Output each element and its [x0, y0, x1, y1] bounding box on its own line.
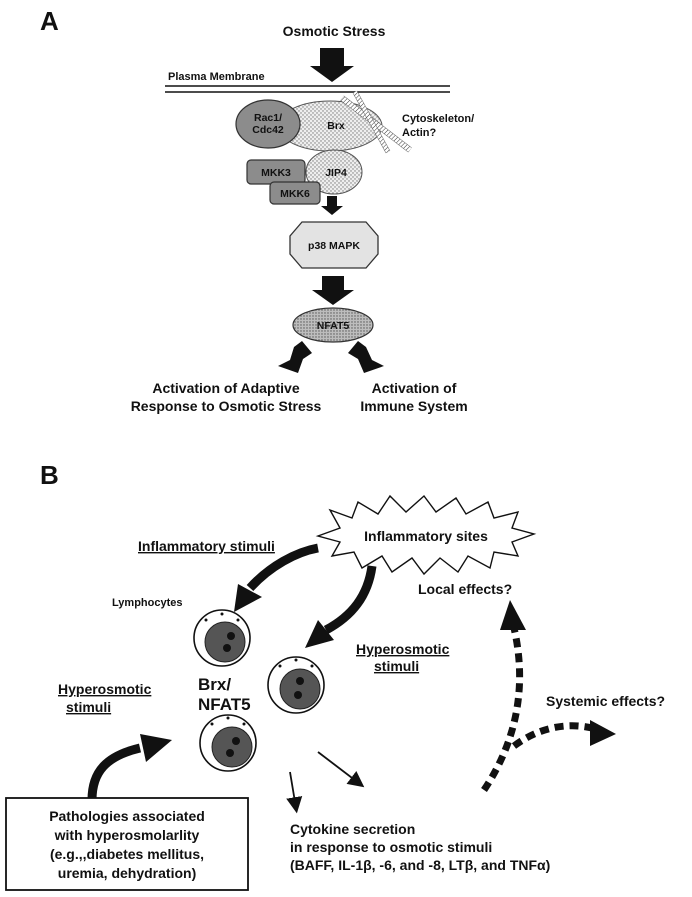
plasma-membrane-label: Plasma Membrane — [168, 71, 265, 83]
pathologies-line4: uremia, dehydration) — [58, 865, 196, 881]
arrowhead-lymphocytes-icon — [234, 584, 262, 612]
small-down-arrow-icon — [321, 196, 343, 215]
arrowhead-systemic-icon — [590, 720, 616, 746]
actin-label: Actin? — [402, 127, 437, 139]
jip4-label: JIP4 — [325, 167, 347, 179]
hyperosmotic-left-line2: stimuli — [66, 699, 111, 715]
outcome-right-line1: Activation of — [372, 380, 457, 396]
jip4-node — [305, 149, 363, 195]
lymphocyte-cell-bottom — [199, 714, 257, 772]
rac1-cdc42-node — [235, 99, 301, 149]
right-diagonal-arrow-icon — [348, 341, 384, 373]
curved-arrow-to-lymphocytes — [246, 543, 319, 592]
arrowhead-pathologies-icon — [140, 734, 172, 762]
curved-arrow-to-cells — [323, 565, 377, 634]
curved-arrow-from-pathologies — [87, 743, 142, 801]
p38-label: p38 MAPK — [308, 240, 360, 252]
hyperosmotic-right-line2: stimuli — [374, 658, 419, 674]
inflammatory-sites-burst — [315, 494, 537, 576]
local-effects-label: Local effects? — [418, 581, 512, 597]
rac1-label: Rac1/ — [254, 112, 282, 124]
osmotic-stress-label: Osmotic Stress — [283, 23, 386, 39]
arrowhead-cells-icon — [305, 620, 334, 648]
panel-b-letter: B — [40, 460, 59, 490]
down-arrow-icon — [310, 48, 354, 82]
brx-nfat5-line2: NFAT5 — [198, 695, 251, 714]
hyperosmotic-left-line1: Hyperosmotic — [58, 681, 152, 697]
cytoskeleton-label: Cytoskeleton/ — [402, 113, 474, 125]
mkk6-label: MKK6 — [280, 188, 310, 200]
outcome-left-line2: Response to Osmotic Stress — [131, 398, 322, 414]
plasma-membrane — [165, 85, 450, 93]
mkk3-label: MKK3 — [261, 167, 291, 179]
cytoskeleton-fibers — [340, 90, 412, 154]
brx-label: Brx — [327, 120, 345, 132]
pathologies-box — [5, 797, 249, 891]
secretion-arrow-down-icon — [286, 771, 303, 814]
dashed-arrow-systemic — [511, 722, 593, 749]
inflammatory-stimuli-label: Inflammatory stimuli — [138, 538, 275, 554]
panel-a-letter: A — [40, 6, 59, 36]
left-diagonal-arrow-icon — [278, 341, 312, 373]
down-arrow-icon-2 — [312, 276, 354, 305]
mkk6-node — [269, 181, 321, 205]
lymphocyte-cell-middle — [267, 656, 325, 714]
arrowhead-local-icon — [500, 600, 526, 630]
brx-nfat5-line1: Brx/ — [198, 675, 231, 694]
lymphocyte-cell-top — [193, 609, 251, 667]
nfat5-node — [292, 307, 374, 343]
lymphocytes-label: Lymphocytes — [112, 597, 183, 609]
pathologies-line2: with hyperosmolarlity — [54, 827, 200, 843]
cytokine-line2: in response to osmotic stimuli — [290, 839, 492, 855]
p38-mapk-node — [289, 221, 379, 269]
cytokine-line3: (BAFF, IL-1β, -6, and -8, LTβ, and TNFα) — [290, 857, 550, 873]
cytokine-line1: Cytokine secretion — [290, 821, 415, 837]
hyperosmotic-right-line1: Hyperosmotic — [356, 641, 450, 657]
pathologies-line1: Pathologies associated — [49, 808, 205, 824]
inflammatory-sites-label: Inflammatory sites — [364, 528, 488, 544]
dashed-arrow-local — [481, 627, 524, 792]
systemic-effects-label: Systemic effects? — [546, 693, 665, 709]
pathologies-line3: (e.g.,,diabetes mellitus, — [50, 846, 204, 862]
cdc42-label: Cdc42 — [252, 124, 284, 136]
outcome-left-line1: Activation of Adaptive — [152, 380, 299, 396]
secretion-arrow-right-icon — [317, 751, 365, 788]
outcome-right-line2: Immune System — [360, 398, 467, 414]
nfat5-label: NFAT5 — [317, 320, 350, 332]
